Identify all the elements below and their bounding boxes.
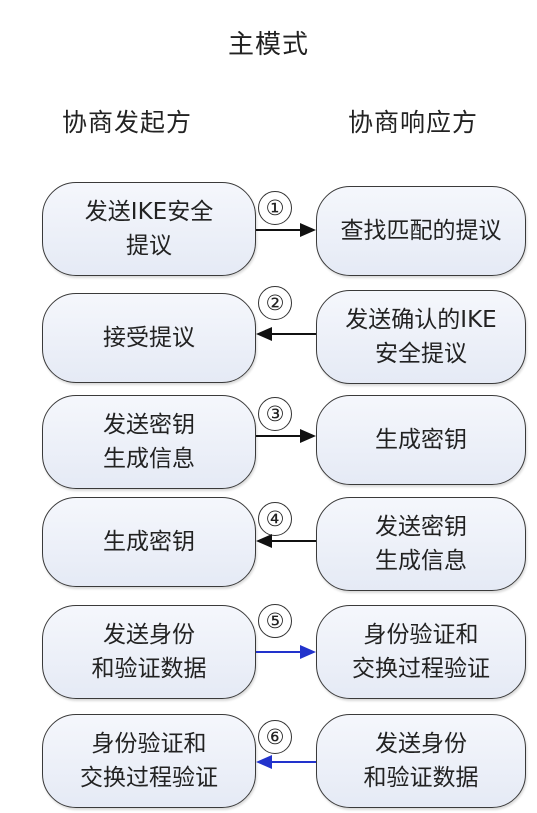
initiator-heading: 协商发起方 [62,108,193,137]
arrow-head-2 [256,327,272,341]
initiator-step-5: 发送身份 和验证数据 [42,605,256,699]
responder-step-1: 查找匹配的提议 [316,186,526,276]
initiator-step-6: 身份验证和 交换过程验证 [42,714,256,808]
responder-step-6: 发送身份 和验证数据 [316,714,526,808]
arrow-head-3 [300,429,316,443]
step-number-2: ② [258,286,292,320]
step-number-3: ③ [258,397,292,431]
step-number-6: ⑥ [258,720,292,754]
responder-step-5: 身份验证和 交换过程验证 [316,605,526,699]
initiator-step-3: 发送密钥 生成信息 [42,395,256,489]
step-number-1: ① [258,191,292,225]
step-number-4: ④ [258,502,292,536]
responder-heading: 协商响应方 [348,108,479,137]
initiator-step-4: 生成密钥 [42,497,256,587]
arrow-head-4 [256,534,272,548]
step-number-5: ⑤ [258,604,292,638]
arrow-head-5 [300,645,316,659]
responder-step-4: 发送密钥 生成信息 [316,497,526,591]
responder-step-3: 生成密钥 [316,395,526,485]
initiator-step-2: 接受提议 [42,293,256,383]
responder-step-2: 发送确认的IKE 安全提议 [316,290,526,384]
arrow-head-1 [300,223,316,237]
diagram-title: 主模式 [227,30,309,60]
arrow-head-6 [256,755,272,769]
initiator-step-1: 发送IKE安全 提议 [42,182,256,276]
